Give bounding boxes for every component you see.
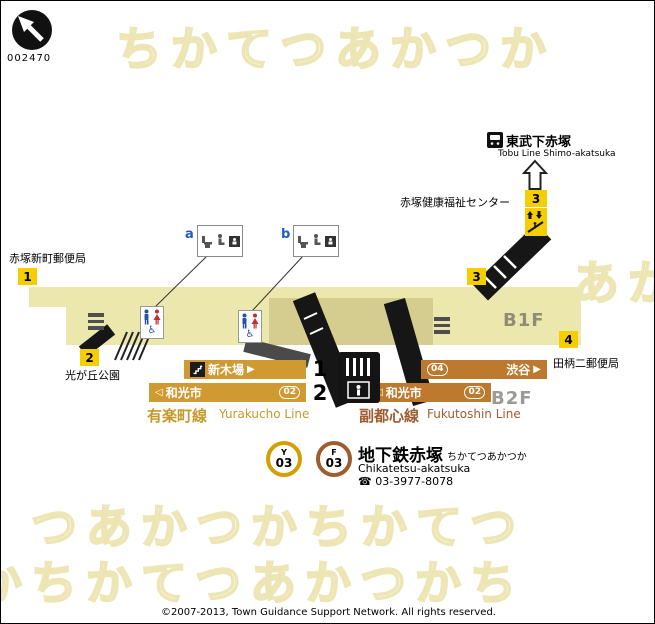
exit-4: 4 (559, 331, 578, 348)
station-badge-f03: F 03 (316, 441, 352, 477)
toilet-icon (201, 236, 212, 248)
platform2-wakoshi-bar-yurakucho: ◁ 和光市 02 (149, 383, 306, 402)
ticket-gate-icon (434, 317, 450, 334)
seated-person-icon (313, 234, 320, 245)
restroom-icon-a: ♿ (140, 306, 164, 339)
toilet-icon (297, 236, 308, 248)
destination-label: 渋谷 (506, 363, 531, 377)
station-name-kana: ちかてつあかつか (447, 452, 527, 463)
yurakucho-line-label-en: Yurakucho Line (219, 407, 310, 421)
tobu-station-label-en: Tobu Line Shimo-akatsuka (498, 149, 616, 159)
platform1-shibuya-bar: 04 渋谷 ▶ (421, 360, 547, 379)
destination-label: 和光市 (165, 386, 202, 400)
copyright: ©2007-2013, Town Guidance Support Networ… (161, 607, 496, 618)
line-letter: Y (281, 448, 287, 457)
station-badge-y03: Y 03 (266, 441, 302, 477)
toilet-callout-box-a (197, 225, 243, 257)
tobu-station-label: 東武下赤塚 (506, 135, 572, 150)
landmark-post-office-nw: 赤塚新町郵便局 (9, 252, 86, 265)
line-letter: F (331, 448, 337, 457)
landmark-post-office-se: 田柄二郵便局 (553, 357, 619, 370)
stairs-icon (190, 362, 205, 377)
up-arrow-icon (521, 158, 549, 196)
station-number: 03 (275, 456, 293, 470)
watermark-text: ちかてつあかつか (115, 21, 556, 77)
wheelchair-icon: ♿ (245, 329, 255, 340)
landmark-park: 光が丘公園 (65, 369, 120, 382)
baby-station-icon (228, 235, 240, 247)
toilet-callout-box-b (293, 225, 339, 257)
station-name: 地下鉄赤塚 (358, 446, 443, 466)
fukutoshin-line-label-en: Fukutoshin Line (427, 407, 521, 421)
direction-arrow: ▶ (533, 364, 541, 375)
toilet-callout-label-b: b (281, 227, 291, 242)
next-station-badge: 02 (279, 386, 300, 399)
station-name-en: Chikatetsu-akatsuka (358, 462, 471, 475)
male-female-icon (144, 309, 161, 325)
watermark-text: あか (572, 255, 654, 311)
platform2-wakoshi-bar-fukutoshin: ◁ 和光市 02 (369, 383, 491, 402)
watermark-text: つあかつかちかてつ (30, 499, 526, 555)
compass-icon (11, 9, 53, 55)
seated-person-icon (217, 234, 224, 245)
exit-3-street: 3 (525, 190, 547, 207)
direction-arrow: ◁ (155, 387, 163, 398)
platform1-shinkiba-bar: 新木場 ▶ (184, 360, 306, 379)
floor-label-b2f: B2F (491, 388, 533, 409)
wheelchair-icon: ♿ (147, 325, 157, 336)
yurakucho-line-label: 有楽町線 (147, 407, 208, 425)
exit-2: 2 (80, 349, 99, 366)
male-female-icon (242, 313, 259, 329)
baby-station-icon (324, 235, 336, 247)
train-icon (487, 132, 503, 152)
next-station-badge: 02 (464, 386, 485, 399)
restroom-icon-b: ♿ (238, 310, 262, 343)
destination-label: 新木場 (208, 363, 245, 377)
destination-label: 和光市 (385, 386, 422, 400)
floor-label-b1f: B1F (503, 310, 545, 331)
platform-number-2: 2 (312, 381, 328, 405)
elevator-escalator-icon (338, 352, 380, 403)
station-number: 03 (325, 456, 343, 470)
map-id: 002470 (7, 53, 52, 64)
toilet-callout-label-a: a (185, 227, 194, 242)
watermark-text: かちかてつあかつかち (0, 555, 526, 611)
platform-number-1: 1 (312, 357, 328, 381)
station-phone: ☎ 03-3977-8078 (358, 475, 454, 488)
exit-3: 3 (467, 268, 486, 285)
direction-arrow: ▶ (247, 364, 255, 375)
exit-1: 1 (18, 268, 37, 285)
escalator-icon (525, 208, 547, 236)
landmark-health-center: 赤塚健康福祉センター (400, 196, 510, 209)
next-station-badge: 04 (427, 363, 448, 376)
ticket-gate-icon (88, 313, 104, 330)
fukutoshin-line-label: 副都心線 (359, 407, 420, 425)
